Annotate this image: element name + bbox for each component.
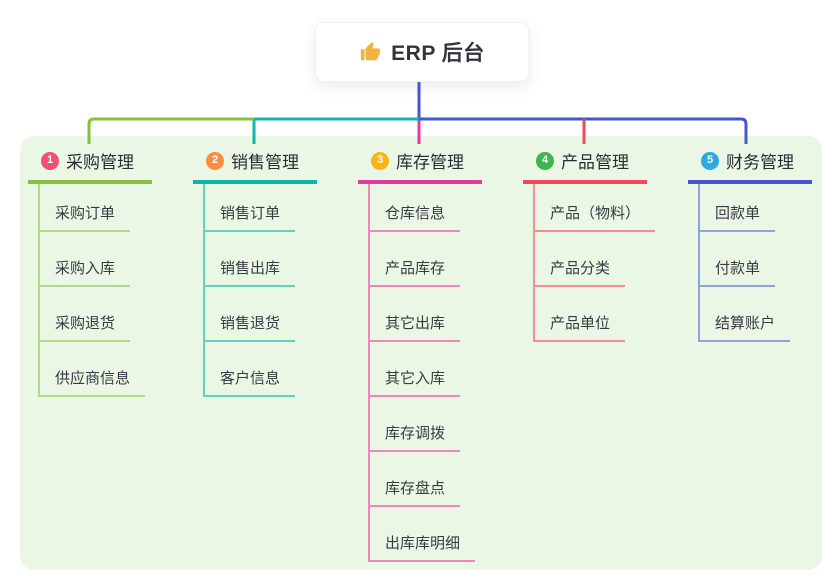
branch-inventory: 3 库存管理 仓库信息产品库存其它出库其它入库库存调拨库存盘点出库库明细 [358, 148, 508, 562]
child-node-label: 采购退货 [55, 315, 116, 332]
branch-finance: 5 财务管理 回款单付款单结算账户 [688, 148, 838, 342]
child-node[interactable]: 采购入库 [40, 232, 131, 287]
branch-children: 产品（物料） 产品分类产品单位 [533, 184, 656, 342]
child-node-label: 产品单位 [550, 315, 611, 332]
root-node[interactable]: ERP 后台 [315, 22, 529, 82]
child-node-label: 结算账户 [715, 315, 776, 332]
child-node-label: 产品（物料） [550, 205, 641, 222]
branch-children: 回款单付款单结算账户 [698, 184, 791, 342]
child-node-label: 产品分类 [550, 260, 611, 277]
branch-purchase: 1 采购管理 采购订单采购入库采购退货供应商信息 [28, 148, 178, 397]
branch-title-inventory[interactable]: 3 库存管理 [358, 148, 482, 184]
branch-title-label: 采购管理 [66, 153, 134, 172]
branch-children: 销售订单销售出库销售退货客户信息 [203, 184, 296, 397]
child-node-label: 其它入库 [385, 370, 446, 387]
branches-panel [20, 136, 822, 570]
child-node[interactable]: 出库库明细 [370, 507, 476, 562]
child-node[interactable]: 产品库存 [370, 232, 461, 287]
child-node[interactable]: 回款单 [700, 184, 776, 232]
badge-5: 5 [701, 151, 719, 170]
child-node[interactable]: 销售退货 [205, 287, 296, 342]
branch-title-product[interactable]: 4 产品管理 [523, 148, 647, 184]
child-node-label: 付款单 [715, 260, 761, 277]
branch-children: 仓库信息产品库存其它出库其它入库库存调拨库存盘点出库库明细 [368, 184, 476, 562]
child-node[interactable]: 销售出库 [205, 232, 296, 287]
branch-sales: 2 销售管理 销售订单销售出库销售退货客户信息 [193, 148, 343, 397]
badge-4: 4 [536, 151, 554, 170]
child-node[interactable]: 库存盘点 [370, 452, 461, 507]
branch-children: 采购订单采购入库采购退货供应商信息 [38, 184, 146, 397]
root-node-label: ERP 后台 [391, 42, 485, 65]
child-node-label: 仓库信息 [385, 205, 446, 222]
child-node[interactable]: 采购订单 [40, 184, 131, 232]
branch-title-label: 销售管理 [231, 153, 299, 172]
child-node-label: 其它出库 [385, 315, 446, 332]
child-node-label: 库存盘点 [385, 480, 446, 497]
child-node[interactable]: 采购退货 [40, 287, 131, 342]
child-node-label: 销售退货 [220, 315, 281, 332]
branch-title-sales[interactable]: 2 销售管理 [193, 148, 317, 184]
branch-title-label: 财务管理 [726, 153, 794, 172]
child-node-label: 销售订单 [220, 205, 281, 222]
child-node[interactable]: 产品（物料） [535, 184, 656, 232]
child-node[interactable]: 其它入库 [370, 342, 461, 397]
child-node[interactable]: 供应商信息 [40, 342, 146, 397]
badge-2: 2 [206, 151, 224, 170]
child-node[interactable]: 产品分类 [535, 232, 626, 287]
branch-title-purchase[interactable]: 1 采购管理 [28, 148, 152, 184]
badge-3: 3 [371, 151, 389, 170]
child-node-label: 库存调拨 [385, 425, 446, 442]
child-node[interactable]: 产品单位 [535, 287, 626, 342]
branch-title-label: 产品管理 [561, 153, 629, 172]
branch-title-finance[interactable]: 5 财务管理 [688, 148, 812, 184]
child-node-label: 供应商信息 [55, 370, 131, 387]
child-node[interactable]: 仓库信息 [370, 184, 461, 232]
child-node[interactable]: 其它出库 [370, 287, 461, 342]
child-node-label: 销售出库 [220, 260, 281, 277]
thumbs-up-icon [359, 41, 381, 63]
child-node-label: 采购入库 [55, 260, 116, 277]
child-node[interactable]: 销售订单 [205, 184, 296, 232]
child-node[interactable]: 付款单 [700, 232, 776, 287]
child-node-label: 产品库存 [385, 260, 446, 277]
child-node[interactable]: 库存调拨 [370, 397, 461, 452]
child-node[interactable]: 客户信息 [205, 342, 296, 397]
child-node-label: 回款单 [715, 205, 761, 222]
branch-product: 4 产品管理 产品（物料） 产品分类产品单位 [523, 148, 673, 342]
child-node[interactable]: 结算账户 [700, 287, 791, 342]
child-node-label: 采购订单 [55, 205, 116, 222]
child-node-label: 客户信息 [220, 370, 281, 387]
badge-1: 1 [41, 151, 59, 170]
branch-title-label: 库存管理 [396, 153, 464, 172]
child-node-label: 出库库明细 [385, 535, 461, 552]
